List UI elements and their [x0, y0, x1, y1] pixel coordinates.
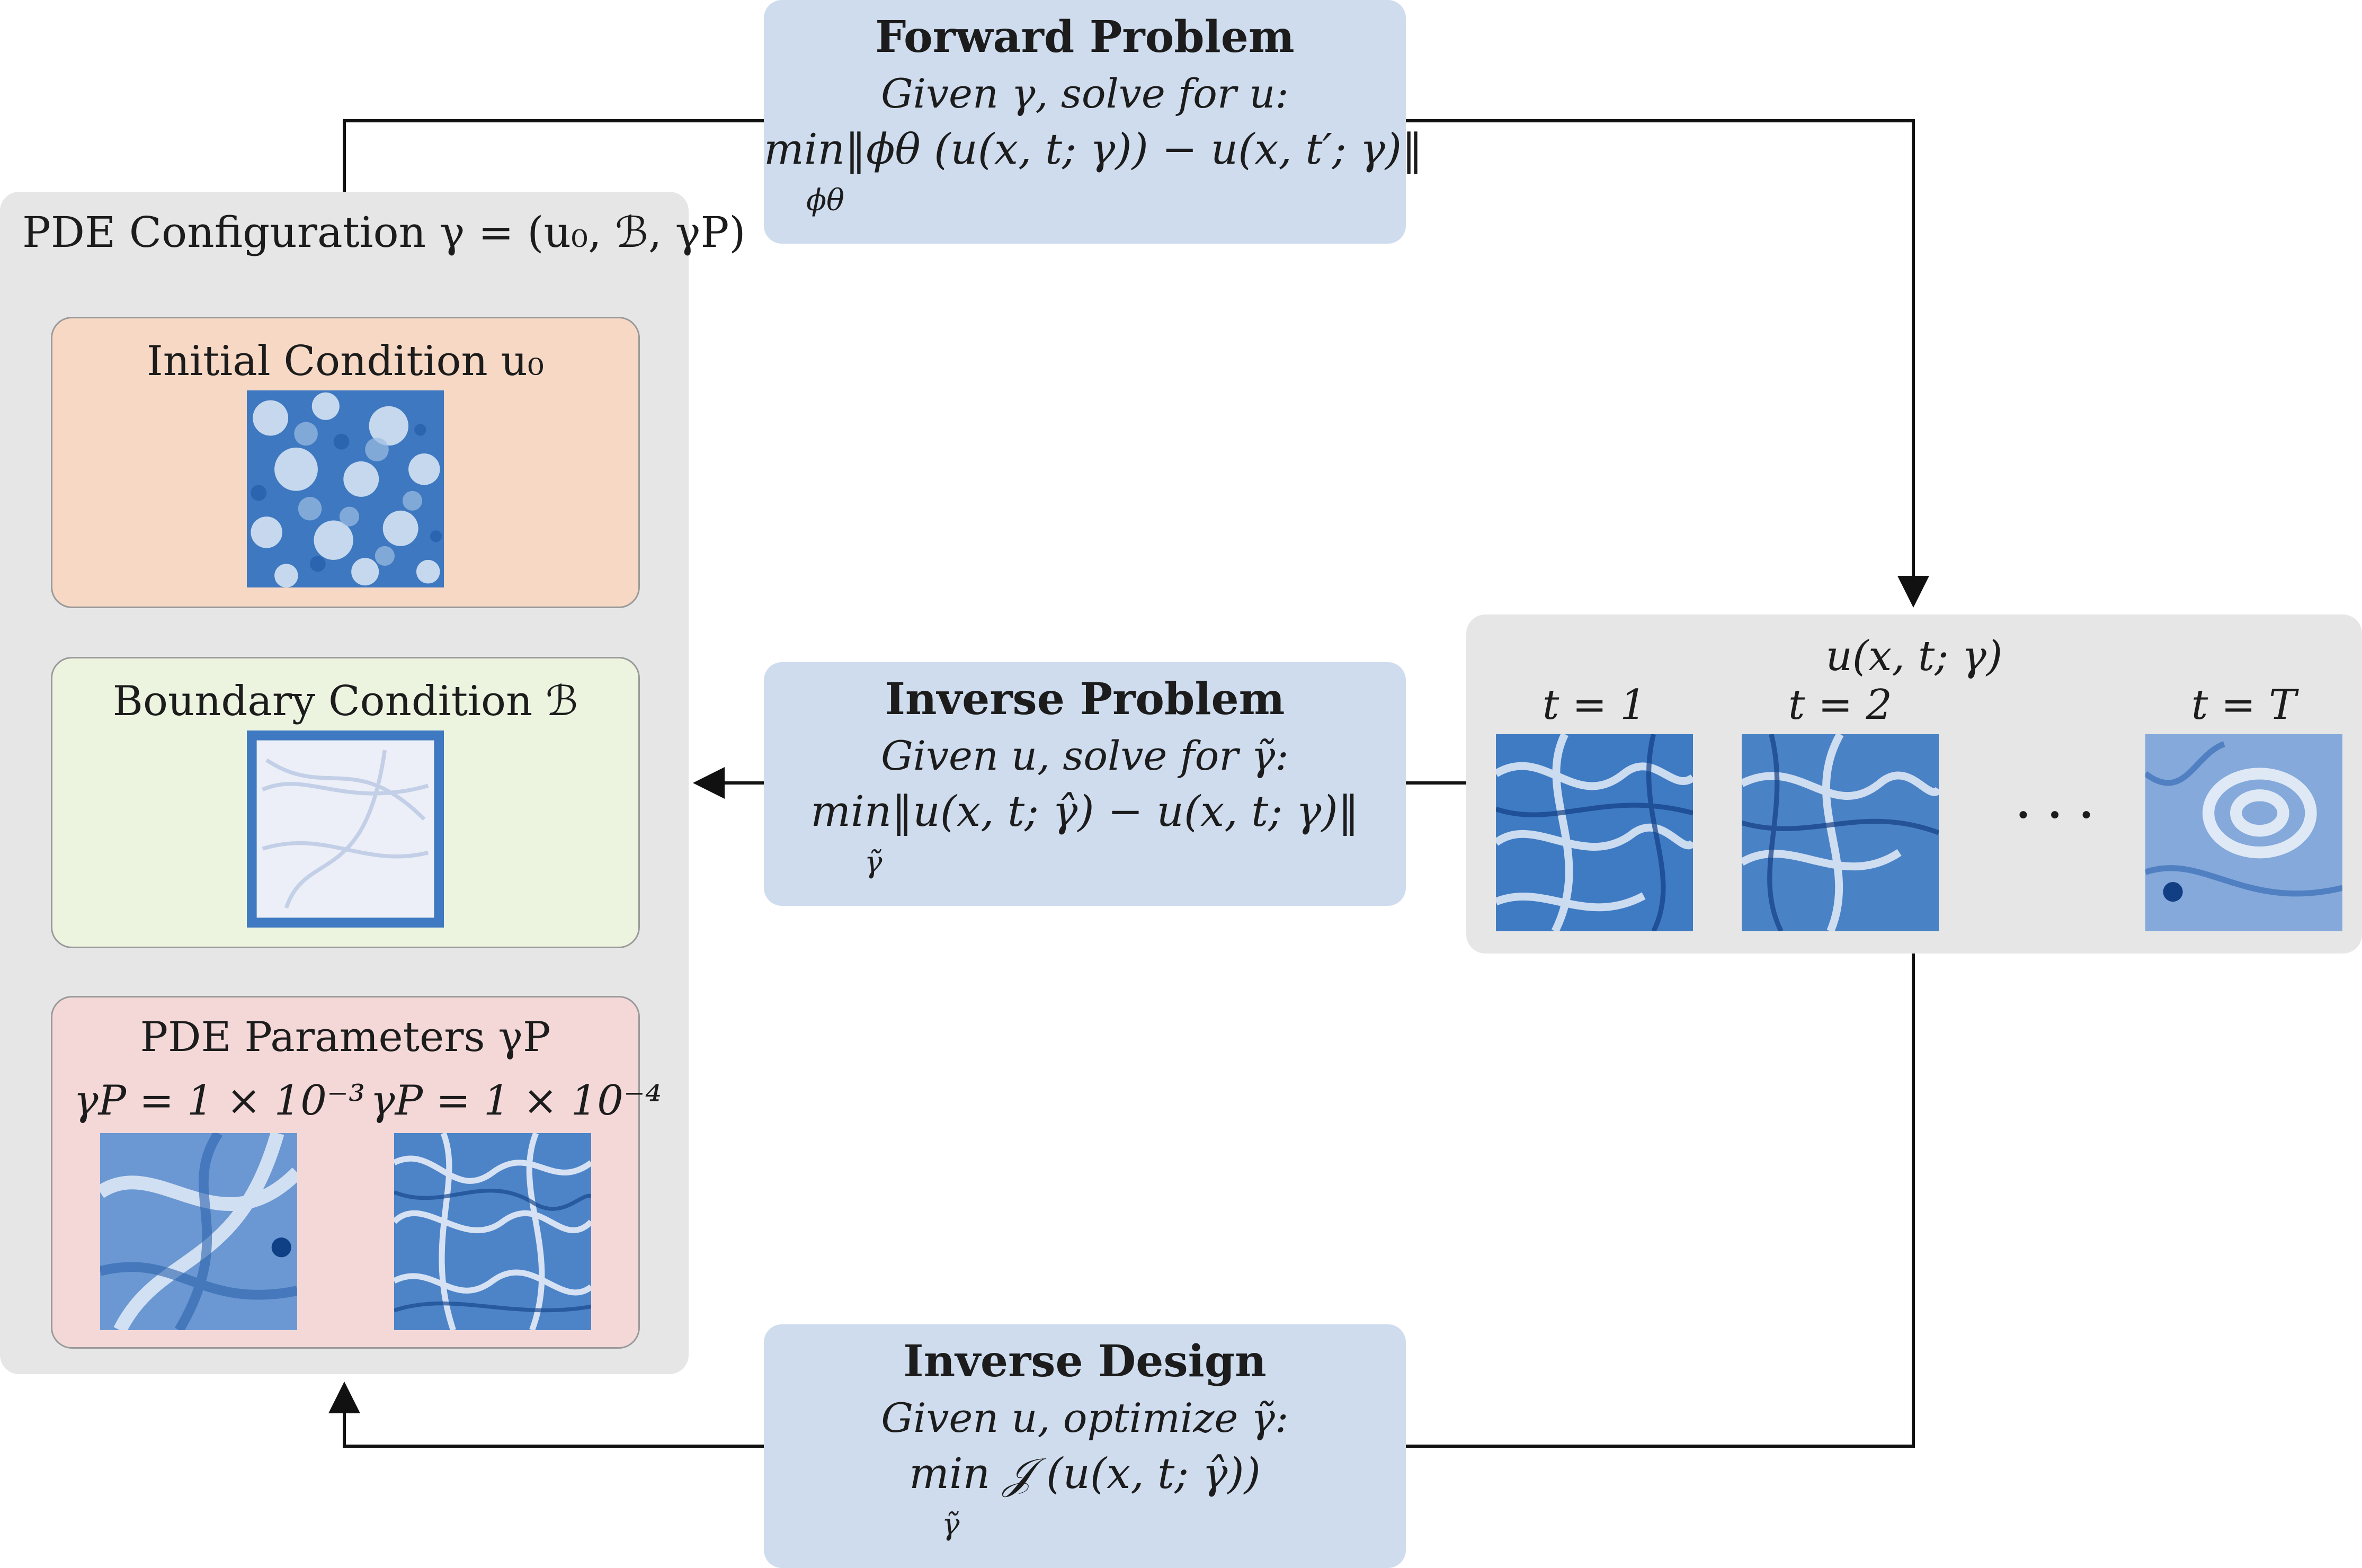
initial-condition-card: Initial Condition u₀	[51, 317, 640, 608]
solution-trajectory-panel: u(x, t; γ) t = 1 t = 2 t = T • • •	[1466, 614, 2362, 954]
inverse-design-box: Inverse Design Given u, optimize γ̃: min…	[764, 1324, 1406, 1568]
initial-condition-title: Initial Condition u₀	[146, 337, 545, 385]
param-label-low-viscosity: γP = 1 × 10⁻⁴	[370, 1077, 662, 1125]
forward-connector-right	[1406, 119, 1929, 608]
initial-condition-field-image	[247, 390, 444, 587]
solution-field-t2-image	[1742, 734, 1939, 931]
param-label-high-viscosity: γP = 1 × 10⁻³	[74, 1077, 366, 1125]
inverse-design-title: Inverse Design	[903, 1336, 1267, 1387]
param-high-viscosity-field-image	[100, 1133, 297, 1330]
forward-problem-equation: min‖ϕθ (u(x, t; γ)) − u(x, t′; γ)‖	[764, 124, 1423, 174]
forward-problem-box: Forward Problem Given γ, solve for u: mi…	[764, 0, 1423, 244]
boundary-condition-title: Boundary Condition ℬ	[112, 678, 578, 725]
forward-problem-equation-subscript: ϕθ	[806, 183, 844, 218]
time-ellipsis: • • •	[2016, 801, 2098, 831]
solution-field-t1-image	[1496, 734, 1693, 931]
inverse-design-equation-subscript: γ̃	[942, 1508, 960, 1542]
solution-field-tT-image	[2145, 734, 2342, 931]
design-connector-right	[1406, 954, 1915, 1448]
solution-title: u(x, t; γ)	[1825, 632, 2003, 680]
forward-connector-left	[343, 119, 764, 192]
boundary-condition-field-image	[247, 730, 444, 928]
inverse-problem-box: Inverse Problem Given u, solve for γ̃: m…	[764, 662, 1406, 906]
inverse-problem-title: Inverse Problem	[885, 674, 1285, 725]
pde-configuration-panel: PDE Configuration γ = (u₀, ℬ, γP) Initia…	[0, 192, 746, 1374]
time-label-tT: t = T	[2191, 681, 2297, 729]
pde-parameters-title: PDE Parameters γP	[140, 1013, 551, 1061]
pde-configuration-title: PDE Configuration γ = (u₀, ℬ, γP)	[22, 208, 746, 257]
param-low-viscosity-field-image	[394, 1133, 591, 1330]
time-label-t2: t = 2	[1788, 681, 1892, 729]
inverse-design-description: Given u, optimize γ̃:	[881, 1394, 1289, 1441]
forward-problem-title: Forward Problem	[875, 12, 1295, 63]
inverse-problem-equation-subscript: γ̃	[864, 845, 883, 880]
boundary-condition-card: Boundary Condition ℬ	[51, 657, 640, 948]
inverse-problem-equation: min‖u(x, t; γ̂) − u(x, t; γ)‖	[810, 787, 1359, 836]
time-label-t1: t = 1	[1543, 681, 1646, 729]
inverse-design-equation: min 𝒥 (u(x, t; γ̂))	[909, 1449, 1261, 1498]
design-connector-left	[328, 1382, 764, 1448]
inverse-problem-description: Given u, solve for γ̃:	[881, 732, 1289, 779]
pde-parameters-card: PDE Parameters γP γP = 1 × 10⁻³ γP = 1 ×…	[51, 996, 662, 1349]
forward-problem-description: Given γ, solve for u:	[881, 70, 1289, 117]
